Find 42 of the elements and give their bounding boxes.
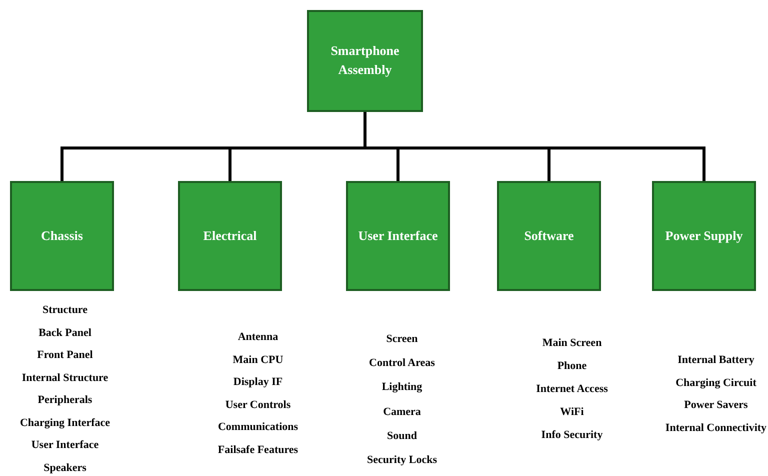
component-label: Main CPU <box>232 352 284 367</box>
category-box <box>652 181 756 291</box>
box-title: User Interface <box>358 226 438 245</box>
component-label: Front Panel <box>37 348 93 362</box>
component-label: Speakers <box>44 460 86 474</box>
component-label: Main Screen <box>542 336 602 350</box>
component-label: Charging Interface <box>20 416 110 430</box>
component-label: Charging Circuit <box>676 376 756 390</box>
component-label: WiFi <box>560 405 584 419</box>
component-label: Screen <box>386 332 418 346</box>
component-label: Failsafe Features <box>218 443 298 457</box>
category-box <box>497 181 601 291</box>
component-label: Internal Connectivity <box>665 420 767 435</box>
category-box <box>346 181 450 291</box>
component-label: User Controls <box>225 398 291 412</box>
category-box <box>10 181 114 291</box>
component-label: Display IF <box>233 375 283 390</box>
component-label: Power Savers <box>684 398 748 412</box>
component-label: Info Security <box>541 428 603 442</box>
box-title: Power Supply <box>665 226 743 245</box>
component-label: Security Locks <box>367 453 437 467</box>
component-label: Structure <box>42 303 88 317</box>
box-title: Electrical <box>203 226 257 245</box>
component-label: Lighting <box>382 380 422 394</box>
box-title: Software <box>524 226 574 245</box>
component-label: Internal Structure <box>22 370 108 384</box>
component-label: Camera <box>383 404 421 419</box>
component-label: Internal Battery <box>678 353 754 367</box>
connector-line <box>364 112 706 181</box>
box-title: Chassis <box>41 226 83 245</box>
component-label: Control Areas <box>369 356 435 370</box>
category-box <box>307 10 423 112</box>
category-box <box>178 181 282 291</box>
box-title: Smartphone Assembly <box>330 42 400 79</box>
component-label: Phone <box>557 359 587 373</box>
component-label: Sound <box>387 428 417 443</box>
component-label: Communications <box>218 420 298 434</box>
component-label: Internet Access <box>536 382 608 396</box>
component-label: Antenna <box>238 330 278 344</box>
component-label: User Interface <box>31 438 99 452</box>
component-label: Peripherals <box>38 393 92 407</box>
component-label: Back Panel <box>38 326 92 340</box>
